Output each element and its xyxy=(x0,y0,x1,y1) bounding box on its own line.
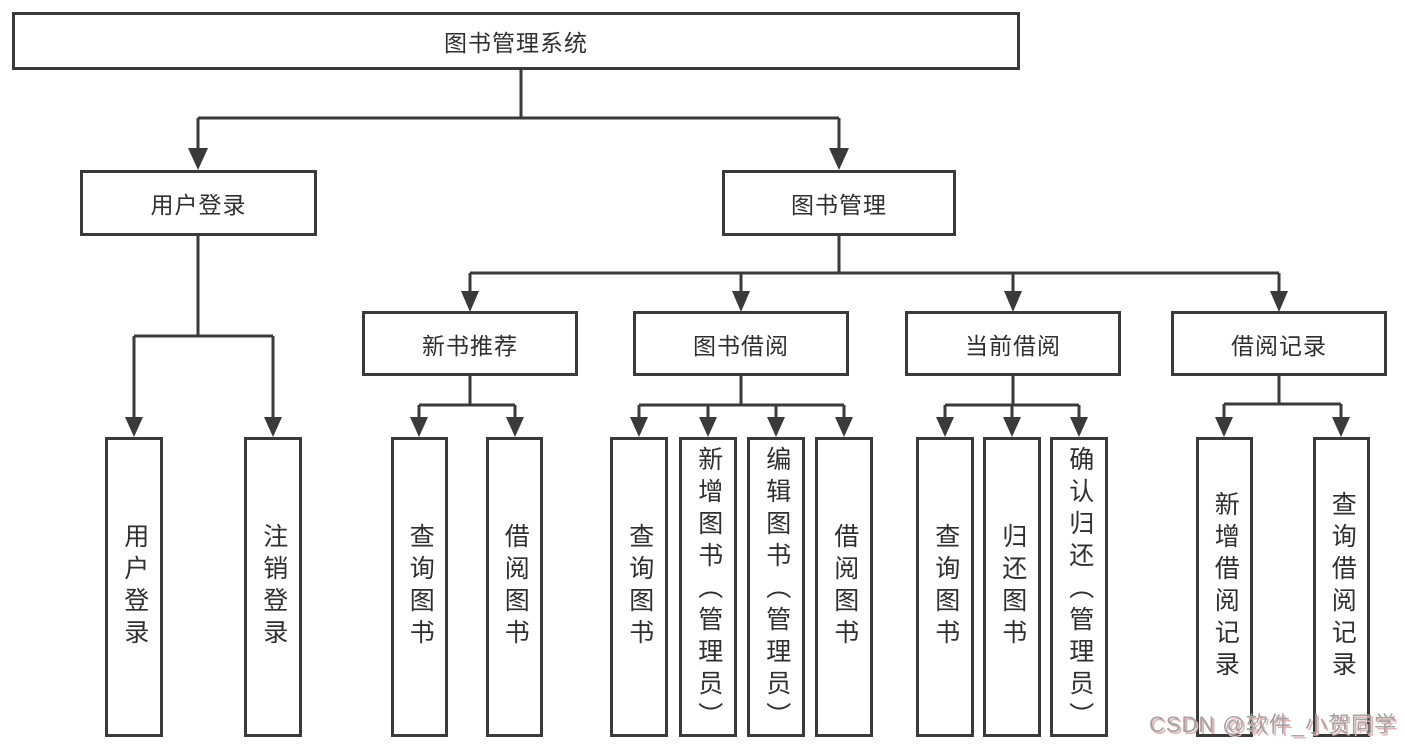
node-book-borrow: 图书借阅 xyxy=(633,311,849,376)
node-current-borrow-label: 当前借阅 xyxy=(965,332,1061,359)
leaf-borrow-add-books-admin-label: 新增图书（管理员） xyxy=(694,445,723,734)
leaf-current-return-books: 归还图书 xyxy=(983,437,1041,737)
leaf-borrow-query-books-label: 查询图书 xyxy=(625,523,654,651)
node-user-login-label: 用户登录 xyxy=(150,192,247,218)
node-book-management-label: 图书管理 xyxy=(791,192,887,218)
node-new-book-recommend: 新书推荐 xyxy=(362,311,578,376)
leaf-records-add-record-label: 新增借阅记录 xyxy=(1211,491,1240,683)
node-book-management: 图书管理 xyxy=(722,170,956,236)
node-root-label: 图书管理系统 xyxy=(444,30,588,56)
leaf-current-return-books-label: 归还图书 xyxy=(998,523,1027,651)
leaf-user-login: 用户登录 xyxy=(105,437,163,737)
leaf-borrow-edit-books-admin: 编辑图书（管理员） xyxy=(747,437,805,737)
node-current-borrow: 当前借阅 xyxy=(905,311,1121,376)
node-root: 图书管理系统 xyxy=(12,12,1020,70)
leaf-records-query-record: 查询借阅记录 xyxy=(1313,437,1370,737)
leaf-current-confirm-return-admin-label: 确认归还（管理员） xyxy=(1065,445,1094,734)
leaf-borrow-borrow-books: 借阅图书 xyxy=(815,437,873,737)
leaf-current-query-books: 查询图书 xyxy=(916,437,974,737)
leaf-borrow-edit-books-admin-label: 编辑图书（管理员） xyxy=(762,445,791,734)
watermark: CSDN @软件_小贺同学 xyxy=(1148,712,1397,737)
node-borrow-records-label: 借阅记录 xyxy=(1231,332,1327,359)
leaf-records-query-record-label: 查询借阅记录 xyxy=(1328,491,1357,683)
node-new-book-recommend-label: 新书推荐 xyxy=(422,332,518,359)
leaf-recommend-query-books: 查询图书 xyxy=(391,437,448,737)
leaf-borrow-add-books-admin: 新增图书（管理员） xyxy=(679,437,737,737)
node-user-login: 用户登录 xyxy=(80,170,317,236)
leaf-borrow-query-books: 查询图书 xyxy=(610,437,668,737)
leaf-logout-label: 注销登录 xyxy=(259,523,288,651)
leaf-logout: 注销登录 xyxy=(244,437,302,737)
node-book-borrow-label: 图书借阅 xyxy=(693,332,789,359)
leaf-recommend-borrow-books-label: 借阅图书 xyxy=(501,523,530,651)
leaf-current-query-books-label: 查询图书 xyxy=(931,523,960,651)
leaf-records-add-record: 新增借阅记录 xyxy=(1196,437,1253,737)
leaf-borrow-borrow-books-label: 借阅图书 xyxy=(830,523,859,651)
node-borrow-records: 借阅记录 xyxy=(1171,311,1387,376)
leaf-current-confirm-return-admin: 确认归还（管理员） xyxy=(1050,437,1108,737)
leaf-recommend-borrow-books: 借阅图书 xyxy=(486,437,543,737)
leaf-recommend-query-books-label: 查询图书 xyxy=(406,523,435,651)
leaf-user-login-label: 用户登录 xyxy=(120,523,149,651)
